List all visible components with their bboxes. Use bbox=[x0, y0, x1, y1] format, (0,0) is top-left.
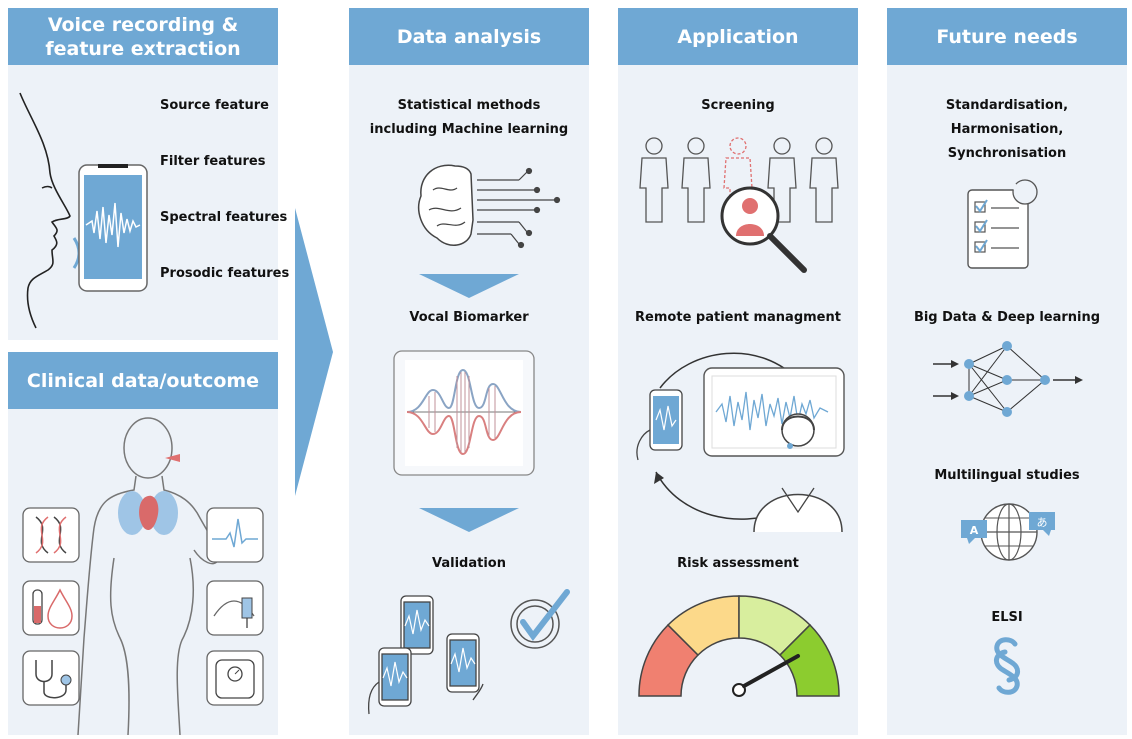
ecg-icon bbox=[206, 507, 264, 563]
voice-recording-panel: Voice recording & feature extraction Sou… bbox=[8, 8, 289, 340]
future-needs-panel: Future needs Standardisation, Harmonisat… bbox=[887, 8, 1127, 735]
future-synchronisation: Synchronisation bbox=[947, 146, 1067, 161]
feature-source: Source feature bbox=[160, 98, 269, 113]
clinical-data-panel: Clinical data/outcome bbox=[8, 352, 278, 736]
flow-arrow bbox=[295, 208, 333, 496]
application-panel: Application Screening Remote patient man… bbox=[618, 8, 858, 735]
face-profile-icon bbox=[19, 92, 71, 329]
future-needs-header: Future needs bbox=[887, 8, 1127, 65]
checkmark-icon bbox=[510, 589, 570, 649]
step-validation: Validation bbox=[432, 556, 506, 571]
down-arrow-icon-2 bbox=[419, 508, 519, 532]
future-harmonisation: Harmonisation, bbox=[950, 122, 1064, 137]
down-arrow-icon bbox=[419, 274, 519, 298]
application-title: Application bbox=[677, 25, 799, 48]
voice-title-line2: feature extraction bbox=[45, 37, 241, 60]
remote-management-icon bbox=[636, 352, 845, 533]
dna-icon bbox=[22, 507, 80, 563]
clinical-data-header: Clinical data/outcome bbox=[8, 352, 278, 409]
application-risk: Risk assessment bbox=[677, 556, 799, 571]
feature-filter: Filter features bbox=[160, 154, 266, 169]
application-remote: Remote patient managment bbox=[635, 310, 841, 325]
phones-validation-icon bbox=[367, 595, 484, 715]
risk-gauge-icon bbox=[638, 595, 840, 697]
step-statistical-line1: Statistical methods bbox=[397, 98, 541, 113]
voice-recording-header: Voice recording & feature extraction bbox=[8, 8, 278, 65]
voice-title-line1: Voice recording & bbox=[47, 13, 239, 36]
stethoscope-icon bbox=[22, 650, 80, 706]
future-standardisation: Standardisation, bbox=[945, 98, 1069, 113]
section-symbol-icon bbox=[994, 637, 1020, 695]
ultrasound-icon bbox=[206, 580, 264, 636]
lang-letter-b: あ bbox=[1037, 516, 1048, 529]
checklist-icon bbox=[967, 179, 1038, 269]
lang-letter-a: A bbox=[970, 524, 979, 537]
future-big-data: Big Data & Deep learning bbox=[913, 310, 1101, 325]
screening-icon bbox=[639, 137, 839, 273]
analysis-title: Data analysis bbox=[396, 25, 542, 48]
smartphone-waveform-icon bbox=[78, 164, 148, 292]
clinical-title: Clinical data/outcome bbox=[26, 369, 260, 392]
human-body-icon bbox=[77, 417, 219, 736]
vocal-biomarker-icon bbox=[393, 350, 535, 476]
step-vocal-biomarker: Vocal Biomarker bbox=[409, 310, 529, 325]
application-screening: Screening bbox=[701, 98, 775, 113]
future-elsi: ELSI bbox=[991, 610, 1023, 625]
feature-prosodic: Prosodic features bbox=[160, 266, 290, 281]
globe-language-icon: A あ bbox=[961, 503, 1055, 561]
neural-network-icon bbox=[933, 341, 1083, 417]
future-multilingual: Multilingual studies bbox=[934, 468, 1080, 483]
data-analysis-panel: Data analysis Statistical methods includ… bbox=[349, 8, 589, 735]
application-header: Application bbox=[618, 8, 858, 65]
brain-ml-icon bbox=[417, 164, 561, 249]
feature-spectral: Spectral features bbox=[160, 210, 288, 225]
step-statistical-line2: including Machine learning bbox=[369, 122, 569, 137]
scale-icon bbox=[206, 650, 264, 706]
blood-sample-icon bbox=[22, 580, 80, 636]
future-title: Future needs bbox=[936, 25, 1078, 48]
data-analysis-header: Data analysis bbox=[349, 8, 589, 65]
